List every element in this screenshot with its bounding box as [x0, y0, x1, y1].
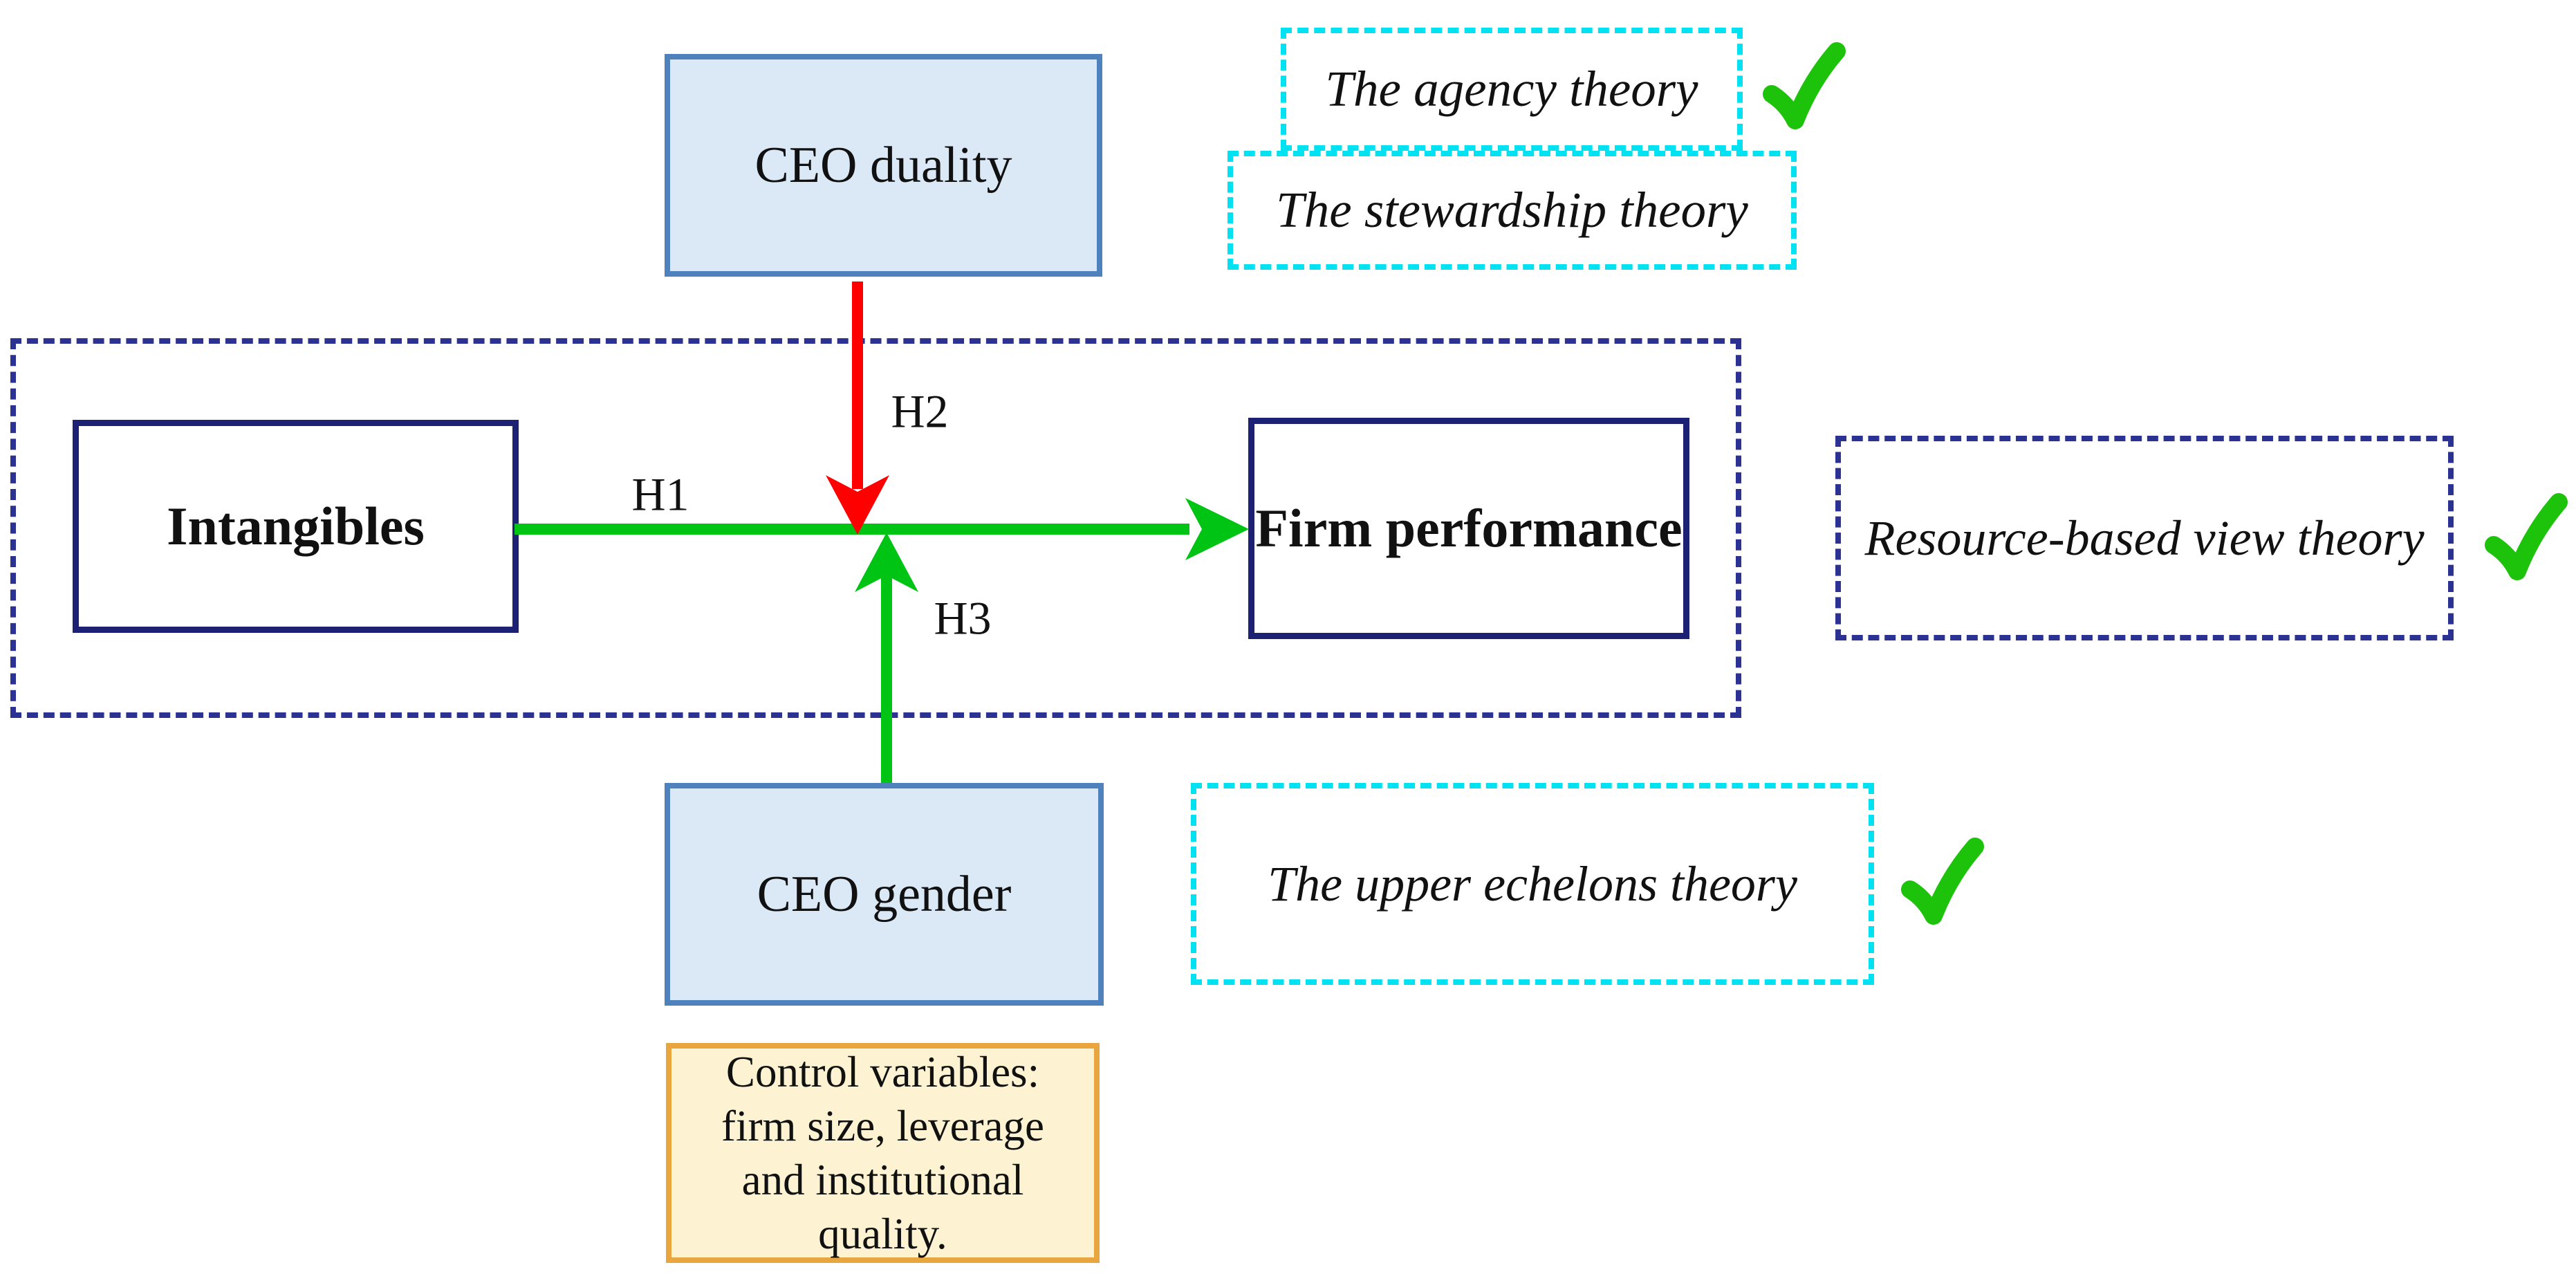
- control-variables-box: Control variables: firm size, leverage a…: [666, 1043, 1100, 1263]
- h1-arrow: [515, 524, 1189, 535]
- h3-label: H3: [934, 591, 992, 645]
- firm-performance-box: Firm performance: [1248, 418, 1689, 639]
- firm-performance-label: Firm performance: [1255, 498, 1683, 558]
- intangibles-box: Intangibles: [73, 420, 519, 633]
- resource-based-view-theory-label: Resource-based view theory: [1864, 510, 2425, 566]
- upper-echelons-theory-label: The upper echelons theory: [1268, 856, 1797, 912]
- agency-theory-label: The agency theory: [1325, 61, 1698, 117]
- h3-arrowhead-icon: [855, 533, 918, 592]
- agency-theory-checkmark-icon: [1763, 42, 1846, 129]
- upper-echelons-theory-box: The upper echelons theory: [1191, 783, 1874, 985]
- upper-echelons-theory-checkmark-icon: [1901, 838, 1984, 925]
- h2-arrow: [852, 281, 863, 489]
- ceo-duality-box: CEO duality: [665, 54, 1102, 277]
- ceo-gender-box: CEO gender: [665, 783, 1104, 1006]
- h3-arrow: [881, 574, 892, 783]
- h1-arrowhead-icon: [1185, 498, 1249, 560]
- ceo-duality-label: CEO duality: [754, 136, 1012, 194]
- h1-label: H1: [631, 468, 689, 521]
- h2-arrowhead-icon: [826, 475, 889, 535]
- h2-label: H2: [891, 385, 949, 438]
- control-variables-line: and institutional: [741, 1156, 1024, 1204]
- control-variables-line: firm size, leverage: [721, 1101, 1044, 1150]
- resource-based-view-theory-box: Resource-based view theory: [1835, 436, 2454, 640]
- ceo-gender-label: CEO gender: [757, 865, 1012, 923]
- resource-based-view-theory-checkmark-icon: [2485, 493, 2568, 580]
- moderation-container-box: [10, 338, 1741, 718]
- stewardship-theory-label: The stewardship theory: [1276, 182, 1748, 238]
- stewardship-theory-box: The stewardship theory: [1227, 151, 1797, 270]
- control-variables-line: Control variables:: [725, 1047, 1040, 1096]
- control-variables-line: quality.: [818, 1210, 947, 1259]
- agency-theory-box: The agency theory: [1281, 28, 1743, 151]
- intangibles-label: Intangibles: [167, 496, 425, 556]
